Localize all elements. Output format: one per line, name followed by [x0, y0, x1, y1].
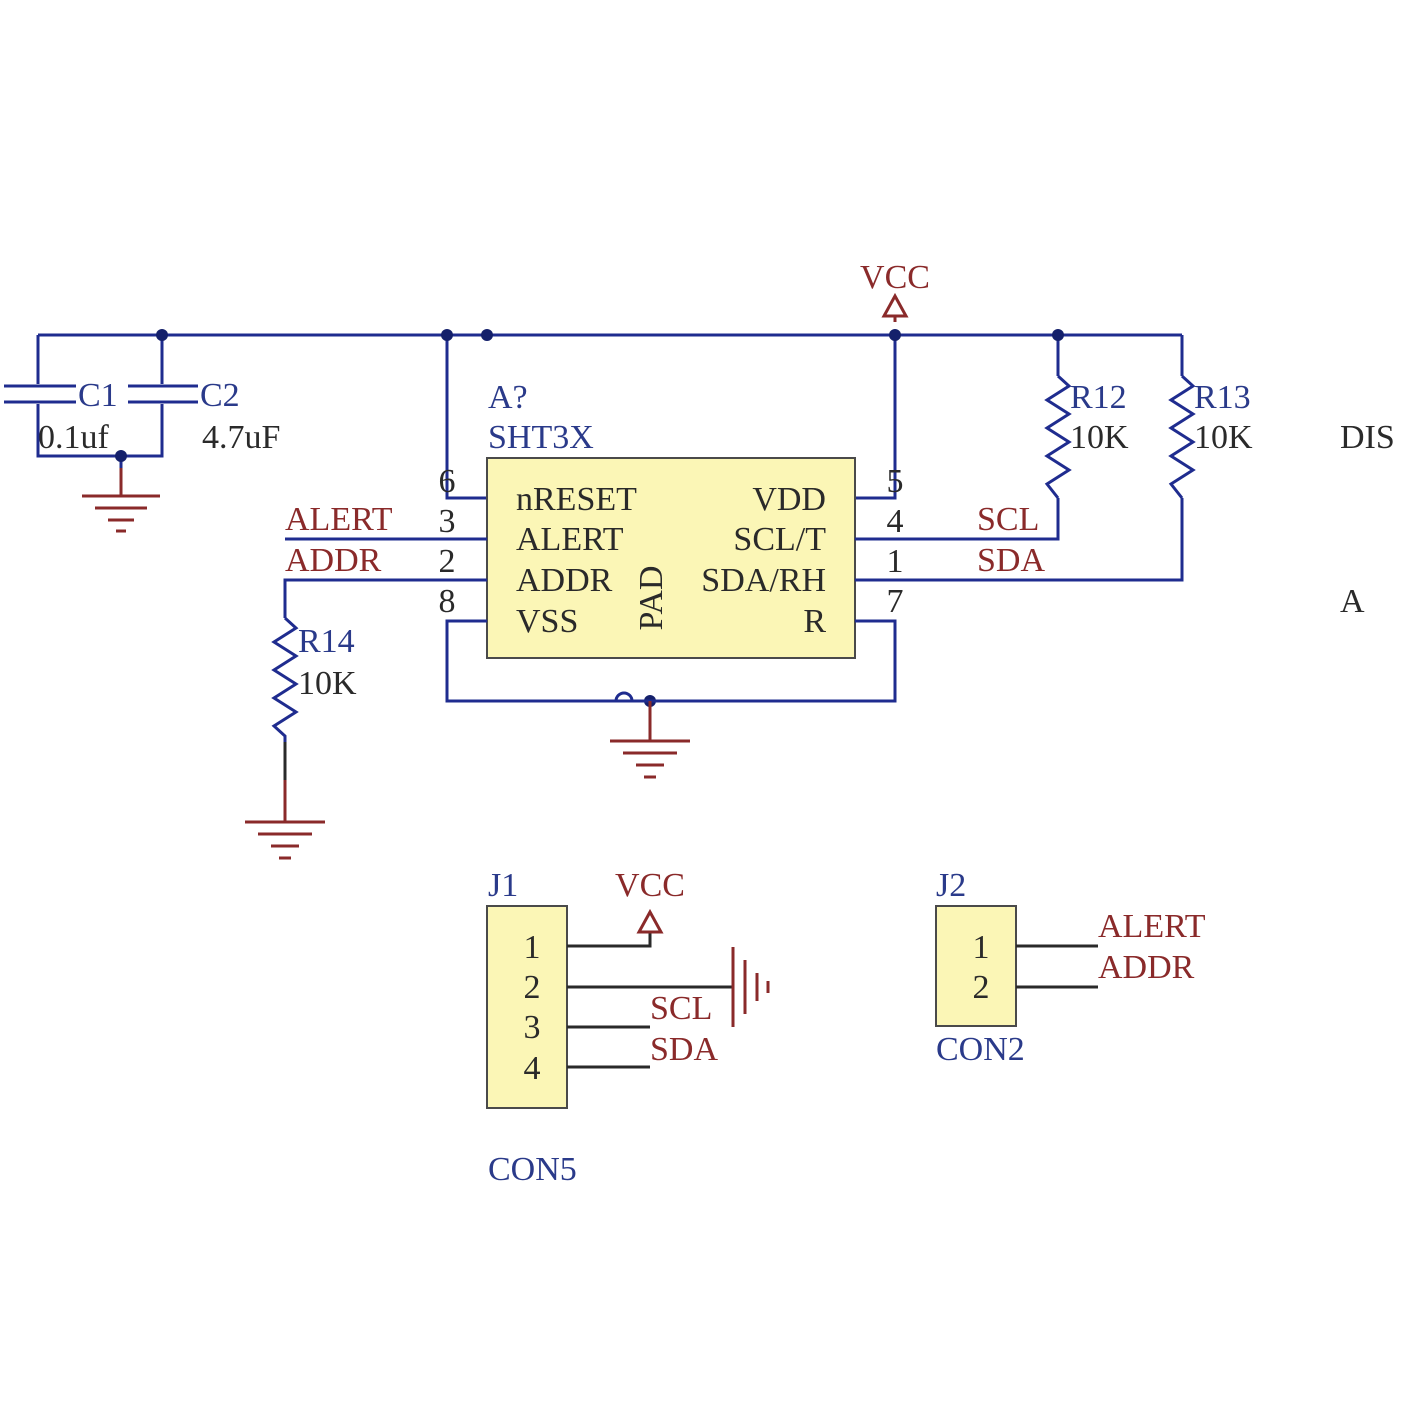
- r13-value: 10K: [1194, 419, 1253, 456]
- resistor-r12: R12 10K: [1044, 374, 1129, 499]
- edge-text-dis: DIS: [1340, 419, 1395, 456]
- junction-dots: [115, 329, 1064, 707]
- c1-value: 0.1uf: [38, 419, 110, 456]
- ic-pad-label: PAD: [633, 566, 670, 631]
- connector-j1: J1 1 2 3 4 VCC SCL SDA CON5: [486, 867, 770, 1188]
- ic-pin-name-sda: SDA/RH: [701, 562, 826, 599]
- edge-text-a: A: [1340, 583, 1365, 620]
- ic-pin-name-nreset: nRESET: [516, 481, 637, 518]
- resistor-r13: R13 10K: [1168, 374, 1253, 499]
- ic-pin-name-vss: VSS: [516, 603, 578, 640]
- ic-pin-name-vdd: VDD: [752, 481, 826, 518]
- r12-ref: R12: [1070, 379, 1127, 416]
- j2-pin-2: 2: [973, 969, 990, 1006]
- capacitor-c1: C1 0.1uf: [4, 377, 118, 456]
- ic-part: SHT3X: [488, 419, 594, 456]
- ic-sht3x: A? SHT3X nRESET ALERT ADDR VSS VDD SCL/T…: [439, 379, 904, 659]
- j1-vcc-label: VCC: [615, 867, 685, 904]
- j1-net-scl: SCL: [650, 990, 712, 1027]
- vcc-power-symbol: VCC: [860, 259, 930, 322]
- net-label-scl-right: SCL: [977, 501, 1039, 538]
- r12-value: 10K: [1070, 419, 1129, 456]
- j1-ref: J1: [488, 867, 518, 904]
- connector-j2: J2 1 2 ALERT ADDR CON2: [935, 867, 1206, 1068]
- net-label-sda-right: SDA: [977, 542, 1045, 579]
- ic-pin-name-r: R: [803, 603, 826, 640]
- ic-ref: A?: [488, 379, 528, 416]
- ic-pin-num-8: 8: [439, 583, 456, 620]
- c1-ref: C1: [78, 377, 118, 414]
- ic-pin-name-alert: ALERT: [516, 521, 624, 558]
- j1-pin-3: 3: [524, 1009, 541, 1046]
- ground-symbol-r14: [245, 780, 325, 860]
- net-scl-right: SCL: [855, 498, 1060, 541]
- net-sda-right: SDA: [855, 498, 1184, 582]
- ic-pin-num-5: 5: [887, 463, 904, 500]
- j1-net-sda: SDA: [650, 1031, 718, 1068]
- net-label-alert: ALERT: [285, 501, 393, 538]
- j2-ref: J2: [936, 867, 966, 904]
- ic-pin-name-scl: SCL/T: [733, 521, 826, 558]
- j2-net-alert: ALERT: [1098, 908, 1206, 945]
- r14-value: 10K: [298, 665, 357, 702]
- ic-pin-num-1: 1: [887, 543, 904, 580]
- capacitor-c2: C2 4.7uF: [128, 377, 280, 456]
- ic-pin-num-6: 6: [439, 463, 456, 500]
- net-label-addr: ADDR: [285, 542, 382, 579]
- j2-body: [935, 905, 1017, 1027]
- r14-ref: R14: [298, 623, 355, 660]
- c2-ref: C2: [200, 377, 240, 414]
- ic-pin-name-addr: ADDR: [516, 562, 613, 599]
- j2-part: CON2: [936, 1031, 1025, 1068]
- resistor-r14: R14 10K: [271, 616, 357, 742]
- ic-body: [486, 457, 856, 659]
- c2-value: 4.7uF: [202, 419, 280, 456]
- vcc-label: VCC: [860, 259, 930, 296]
- j1-body: [486, 905, 568, 1109]
- j1-pin-1: 1: [524, 929, 541, 966]
- ic-pin-num-4: 4: [887, 503, 904, 540]
- r13-ref: R13: [1194, 379, 1251, 416]
- j1-pin-2: 2: [524, 969, 541, 1006]
- j2-pin-1: 1: [973, 929, 990, 966]
- ground-symbol-caps: [82, 468, 160, 533]
- ic-pin-num-3: 3: [439, 503, 456, 540]
- j1-part: CON5: [488, 1151, 577, 1188]
- ground-symbol-ic: [610, 739, 690, 779]
- ic-pin-num-7: 7: [887, 583, 904, 620]
- vss-ground-loop: [445, 619, 897, 741]
- ic-pin-num-2: 2: [439, 543, 456, 580]
- net-alert-left: ALERT: [285, 501, 487, 541]
- vcc-rail: [36, 333, 1184, 500]
- j2-net-addr: ADDR: [1098, 949, 1195, 986]
- net-addr-left: ADDR: [283, 542, 487, 618]
- j1-pin-4: 4: [524, 1050, 541, 1087]
